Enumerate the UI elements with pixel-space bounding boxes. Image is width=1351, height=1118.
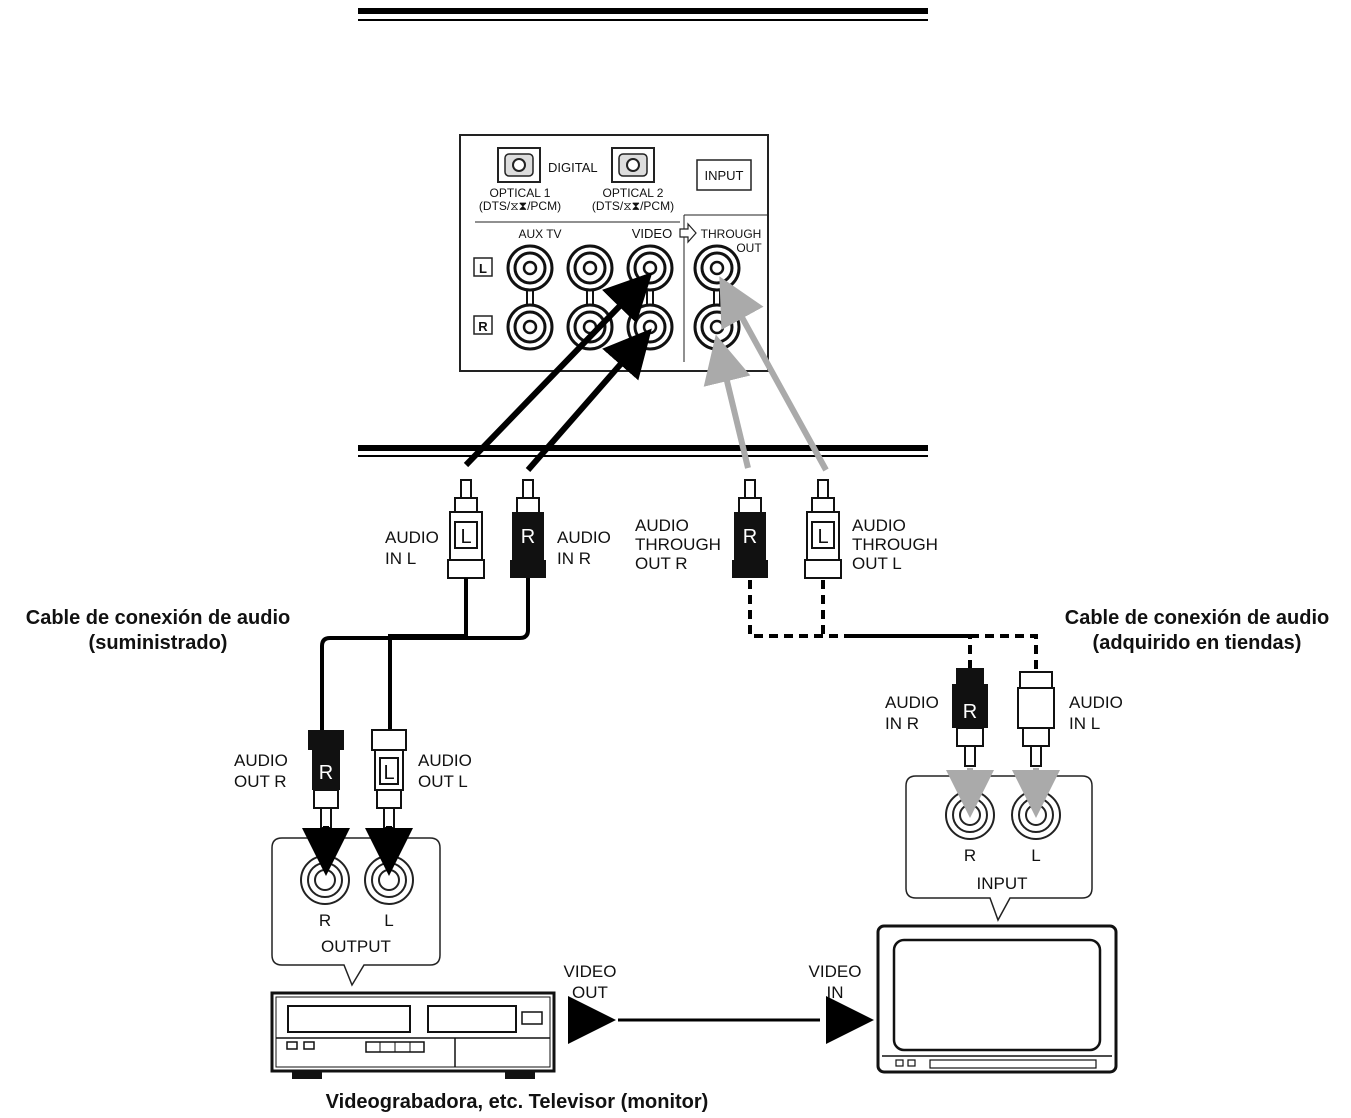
audio-in-r-label-1: AUDIO (557, 528, 611, 547)
rca-jack-aux-r (506, 303, 554, 351)
video-in-label-2: IN (827, 983, 844, 1002)
video-out-label-1: VIDEO (564, 962, 617, 981)
supplied-cable-label-1: Cable de conexión de audio (26, 607, 291, 629)
plug-letter-l: L (460, 526, 471, 548)
tv-input-callout: R L INPUT (905, 768, 1093, 922)
vcr-jack-r-label: R (319, 911, 331, 930)
purchased-cable (748, 580, 1038, 672)
vcr-output-label: OUTPUT (321, 937, 391, 956)
row-r-box (473, 315, 493, 335)
optical-1-jack (497, 147, 541, 183)
supplied-cable (320, 578, 530, 730)
audio-out-r-label-1: AUDIO (234, 751, 288, 770)
caption: Videograbadora, etc. Televisor (monitor) (326, 1091, 709, 1113)
aux-tv-label: AUX TV (518, 227, 561, 241)
plug-letter-l-3: L (383, 762, 394, 784)
plug-tv-audio-in-l (1017, 671, 1055, 767)
tv-audio-in-l-label-2: IN L (1069, 714, 1100, 733)
audio-in-r-label-2: IN R (557, 549, 591, 568)
plug-audio-in-l: L (447, 479, 485, 579)
vcr-output-jack-r (300, 855, 350, 905)
plug-audio-out-l: L (371, 729, 407, 829)
vcr-jack-l-label: L (384, 911, 393, 930)
top-rule (358, 8, 928, 21)
rca-jack-video-r (626, 303, 674, 351)
vcr-output-jack-l (364, 855, 414, 905)
optical-2-sub-label: (DTS/⧖⧗/PCM) (592, 199, 674, 213)
plug-through-out-r: R (732, 479, 768, 578)
audio-out-l-label-1: AUDIO (418, 751, 472, 770)
vcr-icon (270, 991, 556, 1079)
tv-audio-in-l-label-1: AUDIO (1069, 693, 1123, 712)
rca-jack-video-l (626, 244, 674, 292)
tv-jack-l-label: L (1031, 846, 1040, 865)
audio-in-l-label-2: IN L (385, 549, 416, 568)
supplied-cable-label-2: (suministrado) (89, 632, 228, 654)
tv-audio-in-r-label-1: AUDIO (885, 693, 939, 712)
optical-1-sub-label: (DTS/⧖⧗/PCM) (479, 199, 561, 213)
arrows-to-receiver (463, 272, 829, 472)
digital-label: DIGITAL (548, 160, 598, 175)
plug-letter-r-2: R (743, 526, 757, 548)
input-box-label: INPUT (705, 168, 744, 183)
tv-input-label: INPUT (977, 874, 1028, 893)
plug-letter-r: R (521, 526, 535, 548)
plug-tv-audio-in-r: R (952, 668, 988, 767)
optical-2-jack (611, 147, 655, 183)
through-out-r-label-3: OUT R (635, 554, 688, 573)
through-out-l-label-3: OUT L (852, 554, 902, 573)
through-label: THROUGH (701, 227, 762, 241)
video-label: VIDEO (632, 226, 672, 241)
audio-out-r-label-2: OUT R (234, 772, 287, 791)
plug-audio-out-r: R (308, 730, 344, 829)
input-box (696, 159, 752, 191)
out-label: OUT (736, 241, 762, 255)
through-out-r-label-2: THROUGH (635, 535, 721, 554)
plug-letter-r-3: R (319, 762, 333, 784)
rca-jack-through-l (693, 244, 741, 292)
video-in-label-1: VIDEO (809, 962, 862, 981)
purchased-cable-label-1: Cable de conexión de audio (1065, 607, 1330, 629)
vcr-output-callout: R L OUTPUT (271, 826, 441, 987)
through-out-r-label-1: AUDIO (635, 516, 689, 535)
rca-jack-aux-l (506, 244, 554, 292)
plug-through-out-l: L (804, 479, 842, 579)
optical-1-label: OPTICAL 1 (490, 186, 551, 200)
rca-jack-tv-l (566, 244, 614, 292)
rca-jack-tv-r (566, 303, 614, 351)
row-l-label: L (479, 261, 487, 276)
tv-jack-r-label: R (964, 846, 976, 865)
purchased-cable-label-2: (adquirido en tiendas) (1093, 632, 1302, 654)
plug-letter-r-4: R (963, 701, 977, 723)
arrow-right-icon (679, 222, 697, 244)
rca-jack-through-r (693, 303, 741, 351)
audio-in-l-label-1: AUDIO (385, 528, 439, 547)
through-out-l-label-1: AUDIO (852, 516, 906, 535)
tv-audio-in-r-label-2: IN R (885, 714, 919, 733)
tv-icon (876, 924, 1118, 1074)
receiver-rear-panel: DIGITAL OPTICAL 1 (DTS/⧖⧗/PCM) OPTICAL 2… (358, 134, 928, 457)
row-l-box (473, 257, 493, 277)
optical-2-label: OPTICAL 2 (603, 186, 664, 200)
audio-out-l-label-2: OUT L (418, 772, 468, 791)
plug-audio-in-r: R (510, 479, 546, 578)
plug-letter-l-2: L (817, 526, 828, 548)
video-out-label-2: OUT (572, 983, 608, 1002)
through-out-l-label-2: THROUGH (852, 535, 938, 554)
row-r-label: R (478, 319, 488, 334)
